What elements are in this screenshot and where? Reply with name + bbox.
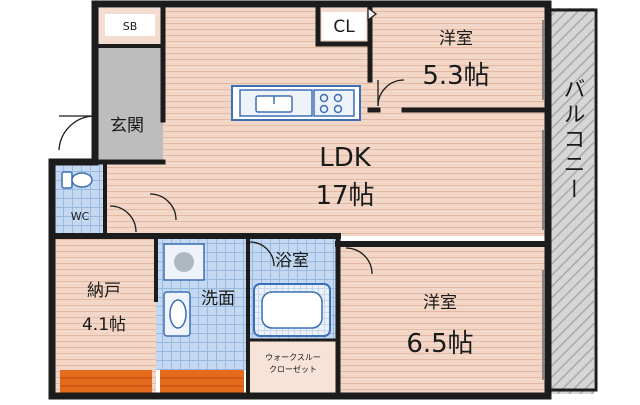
western-north-floor [370,8,546,110]
western-south-size: 6.5帖 [406,329,473,359]
storage-floor [55,236,156,394]
balcony-floor [550,8,594,394]
bath-label: 浴室 [275,251,309,271]
sb-label: SB [123,20,138,33]
western-south-name: 洋室 [423,293,457,313]
entrance-label: 玄関 [110,116,144,136]
wood-grain [60,377,244,387]
cl-label: CL [333,17,355,37]
washroom-label: 洗面 [201,289,235,309]
wc-label: WC [71,210,90,223]
bathtub-icon [253,283,331,337]
wash-basin-icon [163,291,191,337]
door-swings [58,6,405,275]
western-north-size: 5.3帖 [422,61,489,91]
wood-strip-left [60,370,152,394]
western-south-floor [338,244,546,394]
western-north-name: 洋室 [439,29,473,49]
balcony-label: バルコニー [560,78,585,203]
hall-floor [105,162,145,236]
walls [48,0,598,400]
ldk-name: LDK [319,143,372,173]
sb-label-bg [105,14,155,36]
storage-name: 納戸 [87,281,121,301]
washing-machine-icon [163,243,205,281]
wood-strip-right [160,370,244,394]
walkin-label-1: ウォークスルー [265,353,321,362]
toilet-icon [61,171,93,189]
storage-size: 4.1帖 [82,315,126,335]
cl-label-bg [322,12,366,40]
ldk-size: 17帖 [315,181,374,211]
entrance-floor [95,46,163,162]
kitchen-counter [231,85,361,121]
walkin-label-2: クローゼット [269,364,317,374]
walkin-floor [248,340,338,394]
